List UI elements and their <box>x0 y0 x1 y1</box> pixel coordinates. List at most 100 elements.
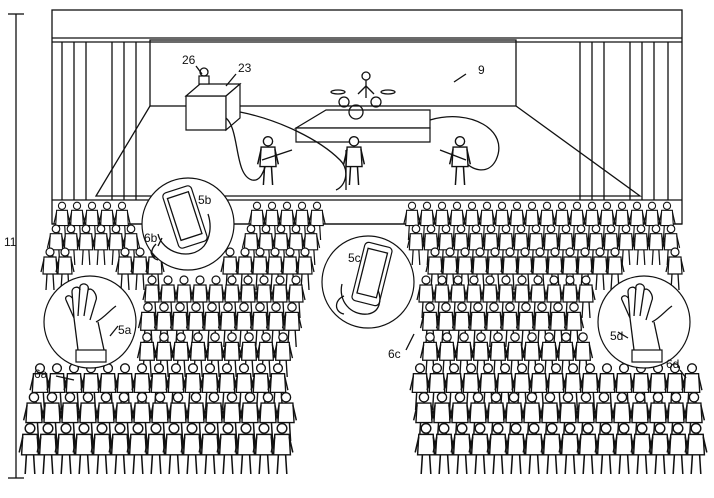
audience-member <box>58 392 82 442</box>
phone-icon <box>151 185 211 261</box>
audience-member <box>76 224 96 266</box>
audience-member <box>272 332 294 378</box>
audience-member <box>631 224 651 266</box>
label-5c: 5c <box>348 251 361 265</box>
audience-member <box>222 275 242 319</box>
audience-member <box>528 275 548 319</box>
audience-member <box>486 422 510 475</box>
audience-member <box>496 275 516 319</box>
audience-member <box>463 201 481 241</box>
audience-member <box>250 247 270 291</box>
audience-member <box>18 422 42 475</box>
audience-member <box>90 422 114 475</box>
audience-member <box>187 332 209 378</box>
leader-lines <box>55 65 687 381</box>
audience-member <box>112 392 136 442</box>
audience-member <box>515 302 537 348</box>
audience-member <box>97 363 119 411</box>
audience-member <box>130 247 150 291</box>
audience-member <box>198 422 222 475</box>
label-23: 23 <box>238 61 252 75</box>
audience-member <box>254 275 274 319</box>
audience-member <box>170 332 192 378</box>
audience-member <box>574 392 598 442</box>
audience-member <box>221 332 243 378</box>
audience-member <box>158 275 178 319</box>
audience-member <box>406 224 426 266</box>
audience-member <box>40 392 64 442</box>
callout-5d <box>597 275 691 369</box>
audience-member <box>238 392 262 442</box>
audience-member <box>416 275 436 319</box>
audience-member <box>545 247 565 291</box>
phone-icon <box>335 241 393 315</box>
audience-member <box>628 392 652 442</box>
audience-member <box>540 422 564 475</box>
audience-member <box>308 201 326 241</box>
audience-member <box>162 422 186 475</box>
audience-member <box>234 422 258 475</box>
left-pillars <box>61 42 137 200</box>
audience-member <box>40 247 60 291</box>
audience-member <box>190 275 210 319</box>
label-5b: 5b <box>198 193 212 207</box>
audience-member <box>280 247 300 291</box>
audience-member <box>477 363 499 411</box>
audience-member <box>426 363 448 411</box>
audience-member <box>605 247 625 291</box>
audience-member <box>576 422 600 475</box>
audience-member <box>544 275 564 319</box>
audience-member <box>560 275 580 319</box>
audience-member <box>216 363 238 411</box>
audience-member <box>270 422 294 475</box>
booth-device <box>198 67 210 85</box>
label-6a: 6a <box>34 367 48 381</box>
label-9: 9 <box>478 63 485 77</box>
audience-member <box>616 224 636 266</box>
audience-member <box>448 201 466 241</box>
audience-member <box>281 302 303 348</box>
audience-member <box>480 275 500 319</box>
audience-member <box>448 275 468 319</box>
audience-member <box>295 247 315 291</box>
right-pillars <box>579 42 669 200</box>
audience-member <box>433 201 451 241</box>
audience-member <box>206 275 226 319</box>
audience-member <box>661 224 681 266</box>
audience-member <box>274 392 298 442</box>
audience-member <box>478 201 496 241</box>
audience-member <box>238 275 258 319</box>
label-11: 11 <box>4 235 17 249</box>
label-5d: 5d <box>610 329 623 343</box>
audience-member <box>409 363 431 411</box>
audience-member <box>646 224 666 266</box>
audience-member <box>180 422 204 475</box>
label-6c: 6c <box>388 347 401 361</box>
audience-member <box>538 332 560 378</box>
audience-member <box>436 332 458 378</box>
audience-member <box>115 247 135 291</box>
audience-member <box>466 392 490 442</box>
audience-member <box>515 247 535 291</box>
audience-member <box>484 392 508 442</box>
height-dimension <box>8 13 24 479</box>
audience-member <box>440 247 460 291</box>
audience-member <box>464 275 484 319</box>
label-6d: 6d <box>666 357 679 371</box>
audience-member <box>91 224 111 266</box>
audience-member <box>470 332 492 378</box>
audience-member <box>470 247 490 291</box>
hand-icon <box>620 283 673 363</box>
audience-member <box>576 275 596 319</box>
audience-member <box>483 302 505 348</box>
drum-riser <box>293 71 431 143</box>
audience-member <box>255 332 277 378</box>
label-6b: 6b <box>144 231 158 245</box>
audience-member <box>238 332 260 378</box>
audience-member <box>448 392 472 442</box>
label-26: 26 <box>182 53 196 67</box>
callout-5a-circle <box>43 275 137 369</box>
audience-crowd <box>18 201 708 475</box>
audience-member <box>55 247 75 291</box>
